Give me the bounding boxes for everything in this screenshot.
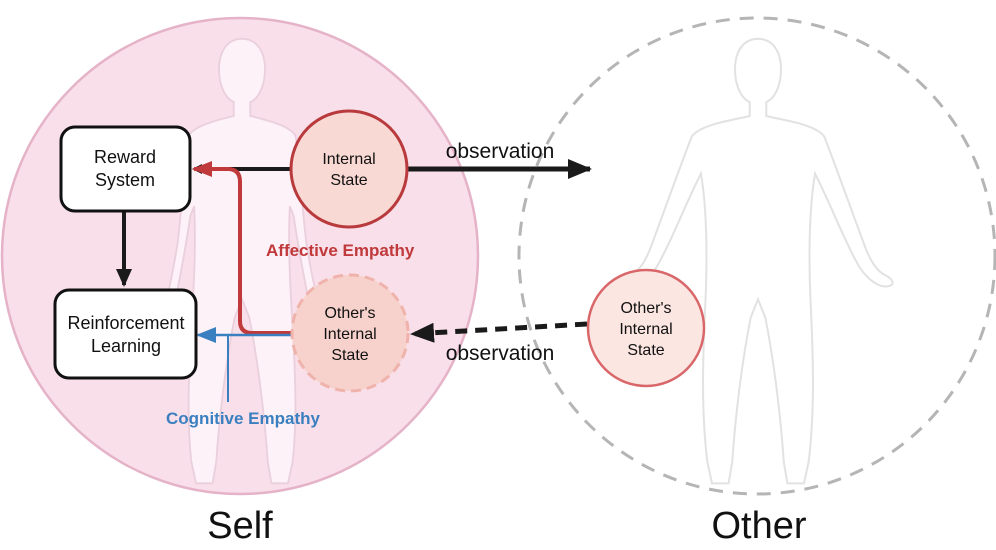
others-internal-state-other-line2: Internal	[619, 321, 672, 338]
others-internal-state-self-line2: Internal	[323, 326, 376, 343]
others-internal-state-other-line3: State	[627, 342, 664, 359]
reinforcement-learning-box	[53, 288, 198, 380]
other-title: Other	[711, 505, 806, 547]
reward-system-box	[59, 125, 192, 213]
others-internal-state-self-node	[290, 273, 410, 393]
others-internal-state-other-line1: Other's	[620, 300, 671, 317]
others-internal-state-self-line1: Other's	[324, 305, 375, 322]
reward-system-label-line2: System	[95, 170, 155, 190]
other-circle	[517, 16, 996, 496]
self-title: Self	[207, 505, 273, 547]
internal-state-label-line1: Internal	[322, 151, 375, 168]
reinforcement-learning-label-line1: Reinforcement	[67, 313, 184, 333]
cognitive-empathy-label: Cognitive Empathy	[166, 409, 321, 428]
internal-state-label-line2: State	[330, 172, 367, 189]
reinforcement-learning-label-line2: Learning	[91, 336, 161, 356]
observation-in-arrow	[410, 321, 588, 343]
observation-bottom-label: observation	[446, 342, 555, 365]
reward-system-label-line1: Reward	[94, 147, 156, 167]
observation-top-label: observation	[446, 140, 555, 163]
affective-empathy-label: Affective Empathy	[266, 241, 415, 260]
other-person-silhouette-icon	[622, 37, 894, 485]
internal-state-node	[289, 109, 409, 229]
affective-empathy-arrow	[192, 161, 292, 335]
others-internal-state-other-node	[586, 268, 706, 388]
others-internal-state-self-line3: State	[331, 347, 368, 364]
